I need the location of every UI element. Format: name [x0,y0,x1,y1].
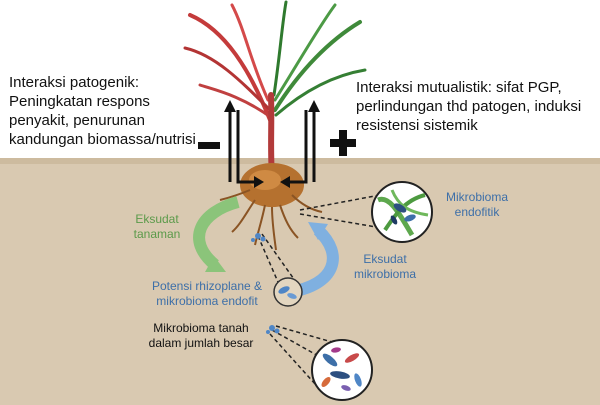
arrowhead [280,176,290,188]
arrowhead [308,222,328,240]
arrowhead [254,176,264,188]
microbe-dot [274,328,280,334]
arrowhead [308,100,320,112]
root [231,199,256,233]
pathogenic-down-arrow [236,110,258,184]
root [254,204,266,246]
plant-stem [268,92,275,178]
soil-area [0,158,600,405]
endophytic-microbiome-label: Mikrobioma endofitik [445,190,508,219]
root-crown-highlight [249,170,281,190]
root-system [219,163,323,251]
root [271,206,277,251]
leaf [272,0,288,97]
microbe-clusters [251,233,288,334]
root [219,189,251,201]
microbial-exudate-label: Eksudat mikrobioma [353,252,416,281]
mutualistic-arrows [286,108,316,184]
leaf [198,83,274,120]
soil-microbiome-zoom [311,339,373,401]
rhizoplane-potential-label: Potensi rhizoplane & mikrobioma endofit [151,279,263,308]
root [291,194,323,213]
plus-sign [330,130,356,156]
microbe-dot [251,238,255,242]
connector [271,329,323,359]
plant-leaves [183,0,367,122]
microbe-dot [255,233,261,239]
rhizoplane-zoom [273,277,303,307]
microbe-dot [269,325,275,331]
pathogenic-interaction-label: Interaksi patogenik: Peningkatan respons… [9,74,196,148]
microbial-exudate-arrow [288,225,339,298]
root [279,204,299,239]
microbe-dot [260,236,266,242]
arrowhead [205,256,226,272]
leaf [273,20,362,112]
endophytic-zoom [371,181,433,243]
microbe-dot [266,330,270,334]
pathogenic-arrows [228,108,258,184]
leaf [183,46,272,112]
leaf [230,3,270,102]
arrowhead [224,100,236,112]
leaf [273,3,337,102]
minus-sign [198,142,220,149]
mutualistic-interaction-label: Interaksi mutualistik: sifat PGP, perlin… [356,79,582,134]
soil-surface-shadow [0,158,600,164]
connector [261,233,297,283]
plant-exudate-label: Eksudat tanaman [133,212,181,241]
leaf [274,68,367,117]
plant-exudate-arrow [193,196,240,270]
soil-microbiome-label: Mikrobioma tanah dalam jumlah besar [148,321,254,350]
mutualistic-down-arrow [286,110,308,184]
connector [257,235,279,283]
